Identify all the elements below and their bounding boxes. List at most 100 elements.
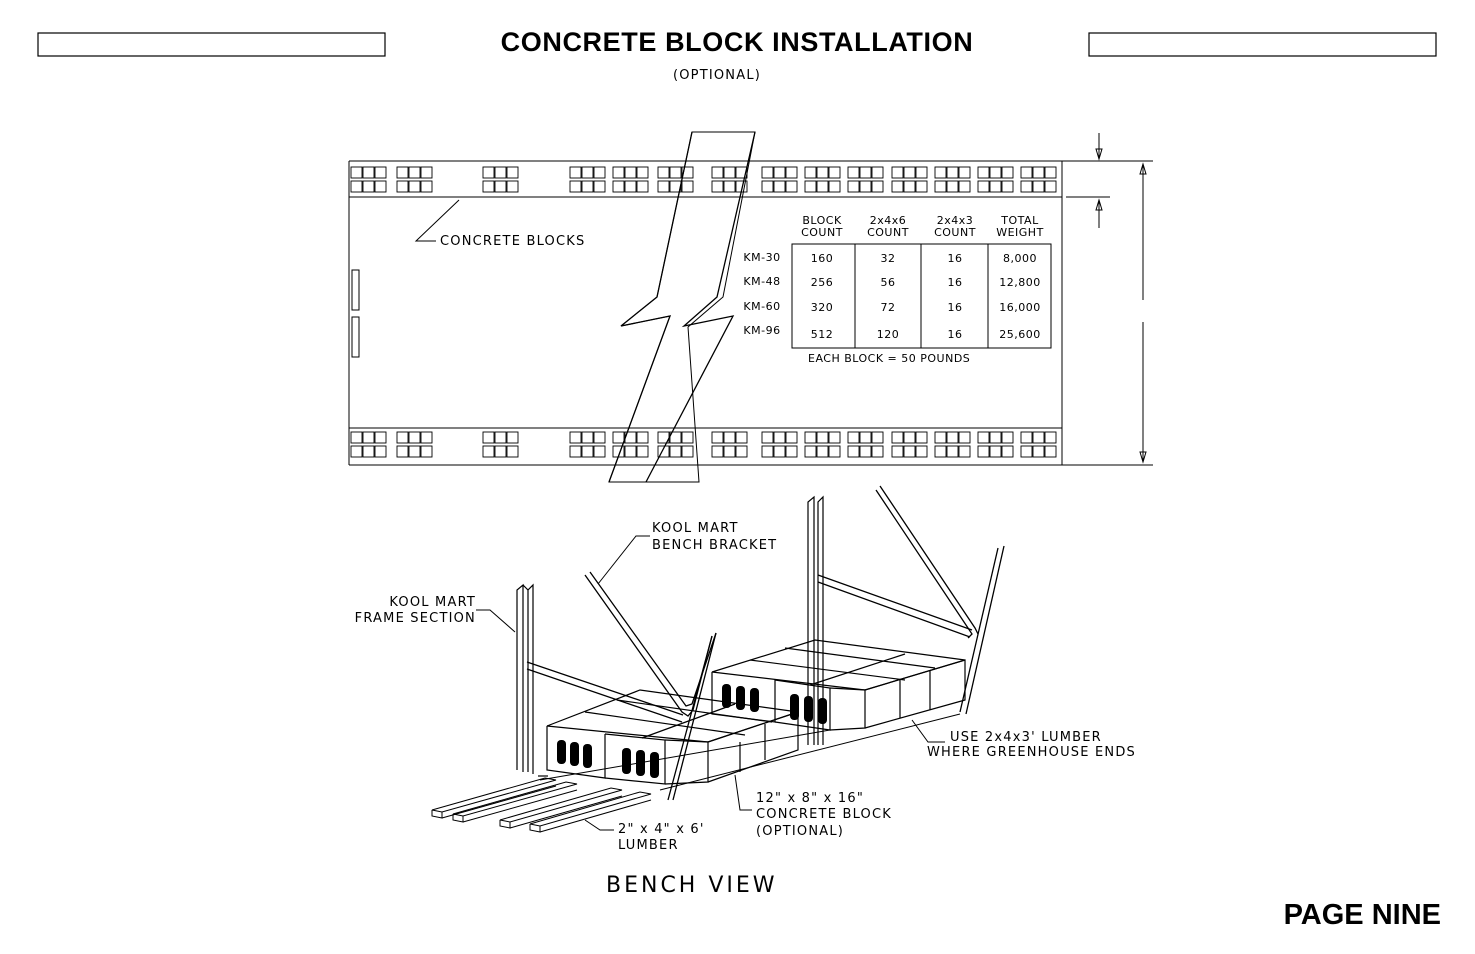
cell-km48-2x4x6: 56 [881,276,896,289]
cell-km30-block: 160 [811,252,834,265]
plan-block-cell [989,445,1002,458]
door-mark-lower [351,316,360,358]
plan-block-cell [946,431,959,444]
plan-block-cell [711,166,724,179]
plan-block-cell [593,431,606,444]
plan-block-cell [859,180,872,193]
plan-block-cell [871,431,884,444]
plan-block-cell [711,180,724,193]
row-model-km96: KM-96 [743,324,780,337]
cell-km60-2x4x6: 72 [881,301,896,314]
plan-block-cell [482,180,495,193]
plan-block-cell [958,166,971,179]
plan-block-cell [494,431,507,444]
plan-block-cell [934,431,947,444]
plan-block-cell [494,180,507,193]
plan-block-cell [903,166,916,179]
plan-block-cell [396,180,409,193]
plan-block-cell [420,445,433,458]
top-block-row [350,166,1057,193]
plan-block-cell [612,166,625,179]
break-line-right [645,131,756,483]
plan-block-cell [946,445,959,458]
bracket-label-line1: KOOL MART [652,521,739,536]
plan-block-cell [773,166,786,179]
plan-block-cell [847,180,860,193]
plan-block-cell [816,431,829,444]
col-header-block-1: BLOCK [802,214,842,227]
bottom-block-row [350,431,1057,458]
plan-block-cell [711,431,724,444]
plan-block-cell [723,166,736,179]
block-label-line3: (OPTIONAL) [756,824,844,839]
plan-block-cell [506,445,519,458]
col-header-2x4x3-1: 2x4x3 [937,214,974,227]
bracket-leader [597,535,650,585]
plan-block-cell [1032,431,1045,444]
plan-block-cell [989,431,1002,444]
plan-block-cell [847,431,860,444]
cell-km96-block: 512 [811,328,834,341]
col-header-weight-2: WEIGHT [996,226,1044,239]
plan-block-cell [735,445,748,458]
plan-block-cell [657,445,670,458]
row-model-km48: KM-48 [743,275,780,288]
block-leader [734,774,752,811]
lumber-end-label-line1: USE 2x4x3' LUMBER [950,730,1102,745]
plan-block-cell [711,445,724,458]
plan-block-cell [859,445,872,458]
plan-block-cell [362,431,375,444]
plan-block-cell [958,431,971,444]
plan-block-cell [581,166,594,179]
page-title: CONCRETE BLOCK INSTALLATION [501,27,974,57]
plan-block-cell [785,180,798,193]
plan-block-cell [1032,180,1045,193]
plan-block-cell [482,431,495,444]
plan-block-cell [1044,166,1057,179]
plan-block-cell [408,445,421,458]
dimension-lines [1066,133,1153,464]
plan-block-cell [350,431,363,444]
plan-block-cell [958,445,971,458]
plan-block-cell [350,445,363,458]
plan-block-cell [915,445,928,458]
plan-block-cell [723,431,736,444]
break-line-left [608,131,693,483]
frame-section-left [516,583,548,777]
plan-block-cell [903,445,916,458]
block-label-line2: CONCRETE BLOCK [756,807,892,822]
plan-block-cell [891,180,904,193]
plan-block-cell [847,445,860,458]
plan-block-cell [816,180,829,193]
plan-block-cell [946,180,959,193]
plan-block-cell [482,445,495,458]
plan-block-cell [773,180,786,193]
cell-km60-block: 320 [811,301,834,314]
plan-block-cell [657,166,670,179]
row-model-km60: KM-60 [743,300,780,313]
bracket-label-line2: BENCH BRACKET [652,538,777,553]
plan-block-cell [1044,180,1057,193]
cell-km96-2x4x6: 120 [877,328,900,341]
plan-block-cell [350,166,363,179]
plan-block-cell [903,180,916,193]
plan-block-cell [891,431,904,444]
plan-block-cell [958,180,971,193]
plan-block-cell [681,166,694,179]
plan-block-cell [1001,445,1014,458]
block-weight-note: EACH BLOCK = 50 POUNDS [808,352,970,365]
lumber-end-label-line2: WHERE GREENHOUSE ENDS [927,745,1136,760]
plan-block-cell [408,431,421,444]
plan-block-cell [396,445,409,458]
cell-km48-block: 256 [811,276,834,289]
count-table: BLOCK COUNT 2x4x6 COUNT 2x4x3 COUNT TOTA… [743,214,1052,365]
plan-block-cell [723,180,736,193]
title-box-left [37,32,386,57]
cell-km96-weight: 25,600 [999,328,1041,341]
plan-block-cell [350,180,363,193]
plan-block-cell [785,431,798,444]
plan-block-cell [977,180,990,193]
plan-block-cell [934,166,947,179]
plan-block-cell [859,166,872,179]
plan-block-cell [494,445,507,458]
